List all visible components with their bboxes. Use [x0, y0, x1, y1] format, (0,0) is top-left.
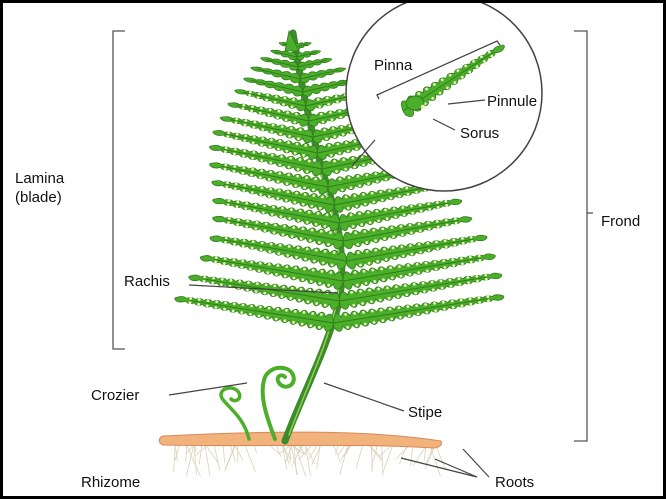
root-strand	[305, 444, 310, 476]
rachis-label: Rachis	[124, 273, 170, 290]
crozier-group	[221, 368, 294, 439]
root-strand	[186, 444, 200, 476]
pinna	[296, 48, 322, 61]
crozier-left	[221, 388, 249, 439]
roots-label: Roots	[495, 474, 534, 491]
root-strand	[317, 444, 320, 469]
root-strand	[199, 444, 202, 464]
sorus-dot	[421, 105, 425, 109]
root-strand	[214, 444, 220, 470]
lamina-label: Lamina	[15, 170, 65, 187]
lamina-bracket	[113, 31, 125, 349]
root-strand	[234, 444, 243, 460]
root-strand	[205, 444, 210, 475]
pinnule-label: Pinnule	[487, 93, 537, 110]
pinna-label: Pinna	[374, 57, 413, 74]
frond-bracket	[574, 31, 587, 441]
root-strand	[369, 444, 382, 461]
rhizome-shape	[159, 432, 441, 448]
root-strand	[174, 444, 176, 472]
blade-label: (blade)	[15, 189, 62, 206]
root-strand	[186, 444, 187, 462]
stipe-label: Stipe	[408, 404, 442, 421]
sorus-label: Sorus	[460, 125, 499, 142]
root-strand	[223, 444, 225, 463]
root-strand	[245, 444, 256, 472]
root-strand	[356, 444, 363, 469]
root-strand	[205, 444, 219, 464]
rhizome-label: Rhizome	[81, 474, 140, 491]
roots	[174, 444, 446, 477]
crozier-label: Crozier	[91, 387, 139, 404]
fern-anatomy-svg: Lamina (blade) Frond Pinna Pinnule Sorus…	[3, 3, 663, 496]
frond-label: Frond	[601, 213, 640, 230]
root-strand	[382, 444, 383, 476]
